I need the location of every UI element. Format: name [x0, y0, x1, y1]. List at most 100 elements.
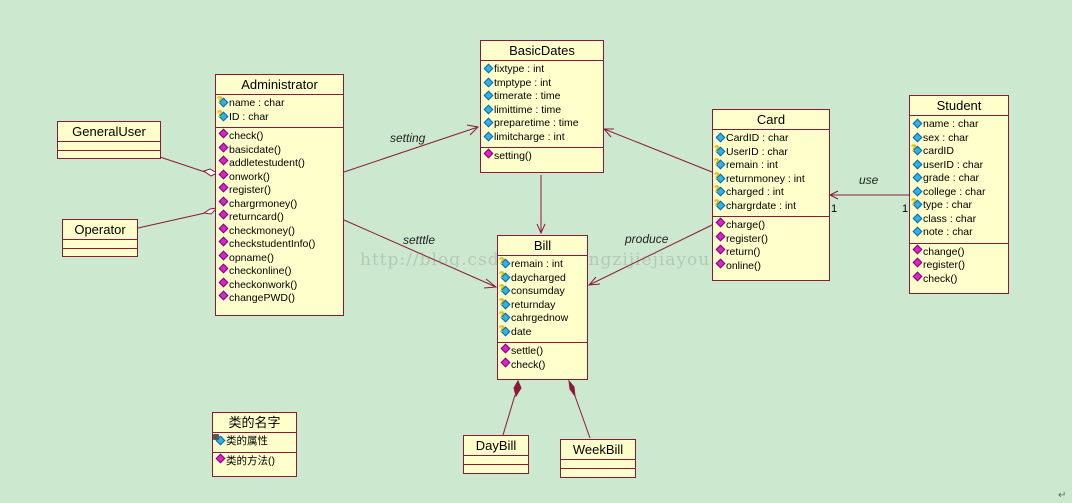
method-row: charge()	[713, 217, 829, 233]
class-weekbill[interactable]: WeekBill	[560, 439, 636, 478]
attribute-label: remain : int	[511, 258, 563, 270]
attribute-row: class : char	[910, 213, 1008, 227]
method-icon	[500, 343, 511, 355]
method-label: 类的方法()	[226, 454, 275, 467]
attribute-row: ?consumday	[498, 283, 587, 299]
method-row: register()	[910, 257, 1008, 273]
key-attribute-icon: ?	[714, 157, 726, 170]
attributes-section	[58, 142, 160, 151]
method-icon	[218, 209, 229, 221]
attribute-icon	[483, 77, 494, 87]
key-attribute-icon: ?	[499, 283, 511, 296]
relation-card-basicdates[interactable]	[602, 128, 713, 173]
attribute-icon	[912, 172, 923, 183]
key-attribute-icon: ?	[499, 310, 511, 323]
attribute-label: name : char	[229, 97, 285, 109]
attribute-row: ?cahrgednow	[498, 310, 587, 326]
method-row: check()	[498, 357, 587, 373]
method-row: checkstudentInfo()	[216, 236, 343, 252]
key-attribute-icon: ?	[217, 109, 229, 121]
method-icon	[500, 357, 511, 369]
method-label: basicdate()	[229, 143, 281, 156]
attribute-icon	[912, 213, 923, 223]
attribute-row: limittime : time	[481, 104, 603, 118]
methods-section	[58, 151, 160, 159]
attribute-row: ?returnday	[498, 297, 587, 313]
method-label: register()	[229, 184, 272, 196]
method-label: charge()	[726, 219, 766, 231]
relation-bill-daybill[interactable]	[502, 379, 522, 436]
class-name: 类的名字	[213, 413, 296, 433]
attribute-label: fixtype : int	[494, 63, 545, 75]
methods-section: change()register()check()	[910, 244, 1008, 290]
relation-card-bill[interactable]	[587, 224, 713, 286]
attribute-label: daycharged	[511, 271, 566, 284]
attribute-icon	[912, 159, 923, 169]
attribute-row: ?cardID	[910, 143, 1008, 159]
methods-section	[561, 469, 635, 477]
method-row: online()	[713, 258, 829, 274]
attribute-icon	[912, 132, 923, 142]
attribute-label: sex : char	[923, 131, 969, 144]
class-operator[interactable]: Operator	[62, 219, 138, 257]
methods-section	[63, 249, 137, 257]
method-row: returncard()	[216, 209, 343, 225]
attributes-section: CardID : char?UserID : char?remain : int…	[713, 130, 829, 217]
method-icon	[715, 231, 726, 243]
attributes-section	[63, 240, 137, 249]
method-icon	[218, 263, 229, 275]
class-generaluser[interactable]: GeneralUser	[57, 121, 161, 159]
method-row: 类的方法()	[213, 453, 296, 469]
relation-generaluser-admin[interactable]	[159, 156, 219, 177]
attribute-row: ?charged : int	[713, 184, 829, 200]
attribute-row: ?ID : char	[216, 109, 343, 125]
relation-bill-weekbill[interactable]	[568, 379, 591, 439]
method-row: checkmoney()	[216, 223, 343, 239]
attribute-label: date	[511, 325, 532, 338]
relation-basicdates-bill[interactable]	[536, 175, 546, 235]
multiplicity-card: 1	[831, 203, 838, 215]
method-label: checkstudentInfo()	[229, 238, 316, 250]
legend-class-notation: 类的名字 类的属性 类的方法()	[212, 412, 297, 477]
class-name: DayBill	[464, 436, 528, 456]
relation-admin-bill[interactable]	[343, 219, 498, 289]
method-icon	[912, 271, 923, 283]
class-bill[interactable]: Bill ?remain : int?daycharged?consumday?…	[497, 235, 588, 380]
methods-section: check()basicdate()addletestudent()onwork…	[216, 128, 343, 309]
method-row: addletestudent()	[216, 155, 343, 171]
method-row: change()	[910, 244, 1008, 260]
attribute-row: limitcharge : int	[481, 131, 603, 145]
class-name: Administrator	[216, 75, 343, 95]
method-row: setting()	[481, 148, 603, 164]
attribute-icon	[715, 132, 726, 143]
relation-admin-basicdates[interactable]	[343, 124, 480, 173]
attribute-row: ?date	[498, 324, 587, 340]
method-label: return()	[726, 246, 761, 258]
method-label: change()	[923, 245, 965, 258]
class-name: WeekBill	[561, 440, 635, 460]
method-label: opname()	[229, 251, 274, 264]
method-icon	[483, 148, 494, 160]
relation-operator-admin[interactable]	[137, 207, 219, 229]
class-card[interactable]: Card CardID : char?UserID : char?remain …	[712, 109, 830, 281]
class-administrator[interactable]: Administrator ?name : char?ID : char che…	[215, 74, 344, 316]
class-daybill[interactable]: DayBill	[463, 435, 529, 474]
relation-student-card[interactable]	[828, 190, 909, 200]
attribute-label: returnday	[511, 298, 556, 311]
attribute-icon	[912, 226, 923, 237]
attribute-icon	[483, 104, 494, 114]
attribute-label: userID : char	[923, 158, 984, 171]
attribute-icon	[483, 90, 494, 101]
key-attribute-icon: ?	[714, 144, 726, 156]
attribute-row: ?remain : int	[713, 157, 829, 173]
method-label: addletestudent()	[229, 157, 305, 169]
attribute-row: name : char	[910, 118, 1008, 132]
method-icon	[912, 244, 923, 256]
method-icon	[218, 155, 229, 167]
method-label: check()	[229, 130, 264, 142]
method-label: checkonwork()	[229, 278, 298, 291]
method-label: register()	[923, 259, 966, 271]
